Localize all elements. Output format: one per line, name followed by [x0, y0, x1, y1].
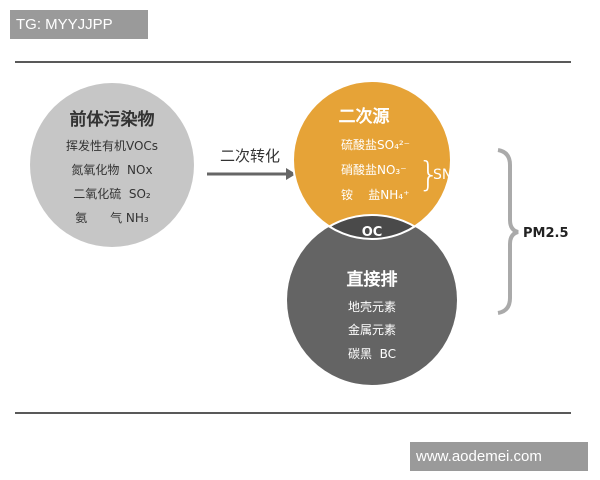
- sna-label: SNA: [433, 167, 462, 183]
- pm25-label: PM2.5: [523, 226, 569, 241]
- primary-item: 金属元素: [348, 322, 396, 337]
- primary-title: 直接排: [347, 269, 398, 290]
- secondary-item: 铵 盐NH₄⁺: [341, 187, 409, 202]
- precursor-item: 氮氧化物 NOx: [71, 162, 152, 177]
- watermark-top: TG: MYYJJPP: [10, 10, 148, 39]
- arrow-head-icon: [286, 168, 296, 180]
- secondary-title: 二次源: [339, 106, 390, 127]
- precursor-item: 氨 气 NH₃: [75, 210, 149, 225]
- overlap-label: OC: [362, 225, 383, 240]
- pm25-bracket-icon: [497, 148, 519, 315]
- secondary-item: 硫酸盐SO₄²⁻: [341, 137, 410, 152]
- primary-item: 地壳元素: [348, 300, 396, 314]
- brace-icon: }: [418, 155, 440, 195]
- precursor-circle: [30, 83, 194, 247]
- secondary-circle: [293, 81, 451, 239]
- precursor-item: 二氧化硫 SO₂: [73, 186, 151, 201]
- watermark-bottom: www.aodemei.com: [410, 442, 588, 471]
- secondary-item: 硝酸盐NO₃⁻: [341, 162, 407, 177]
- precursor-title: 前体污染物: [70, 109, 155, 130]
- primary-item: 碳黑 BC: [348, 347, 396, 361]
- arrow-label: 二次转化: [220, 147, 280, 165]
- precursor-item: 挥发性有机VOCs: [66, 138, 158, 153]
- primary-circle: [287, 215, 457, 385]
